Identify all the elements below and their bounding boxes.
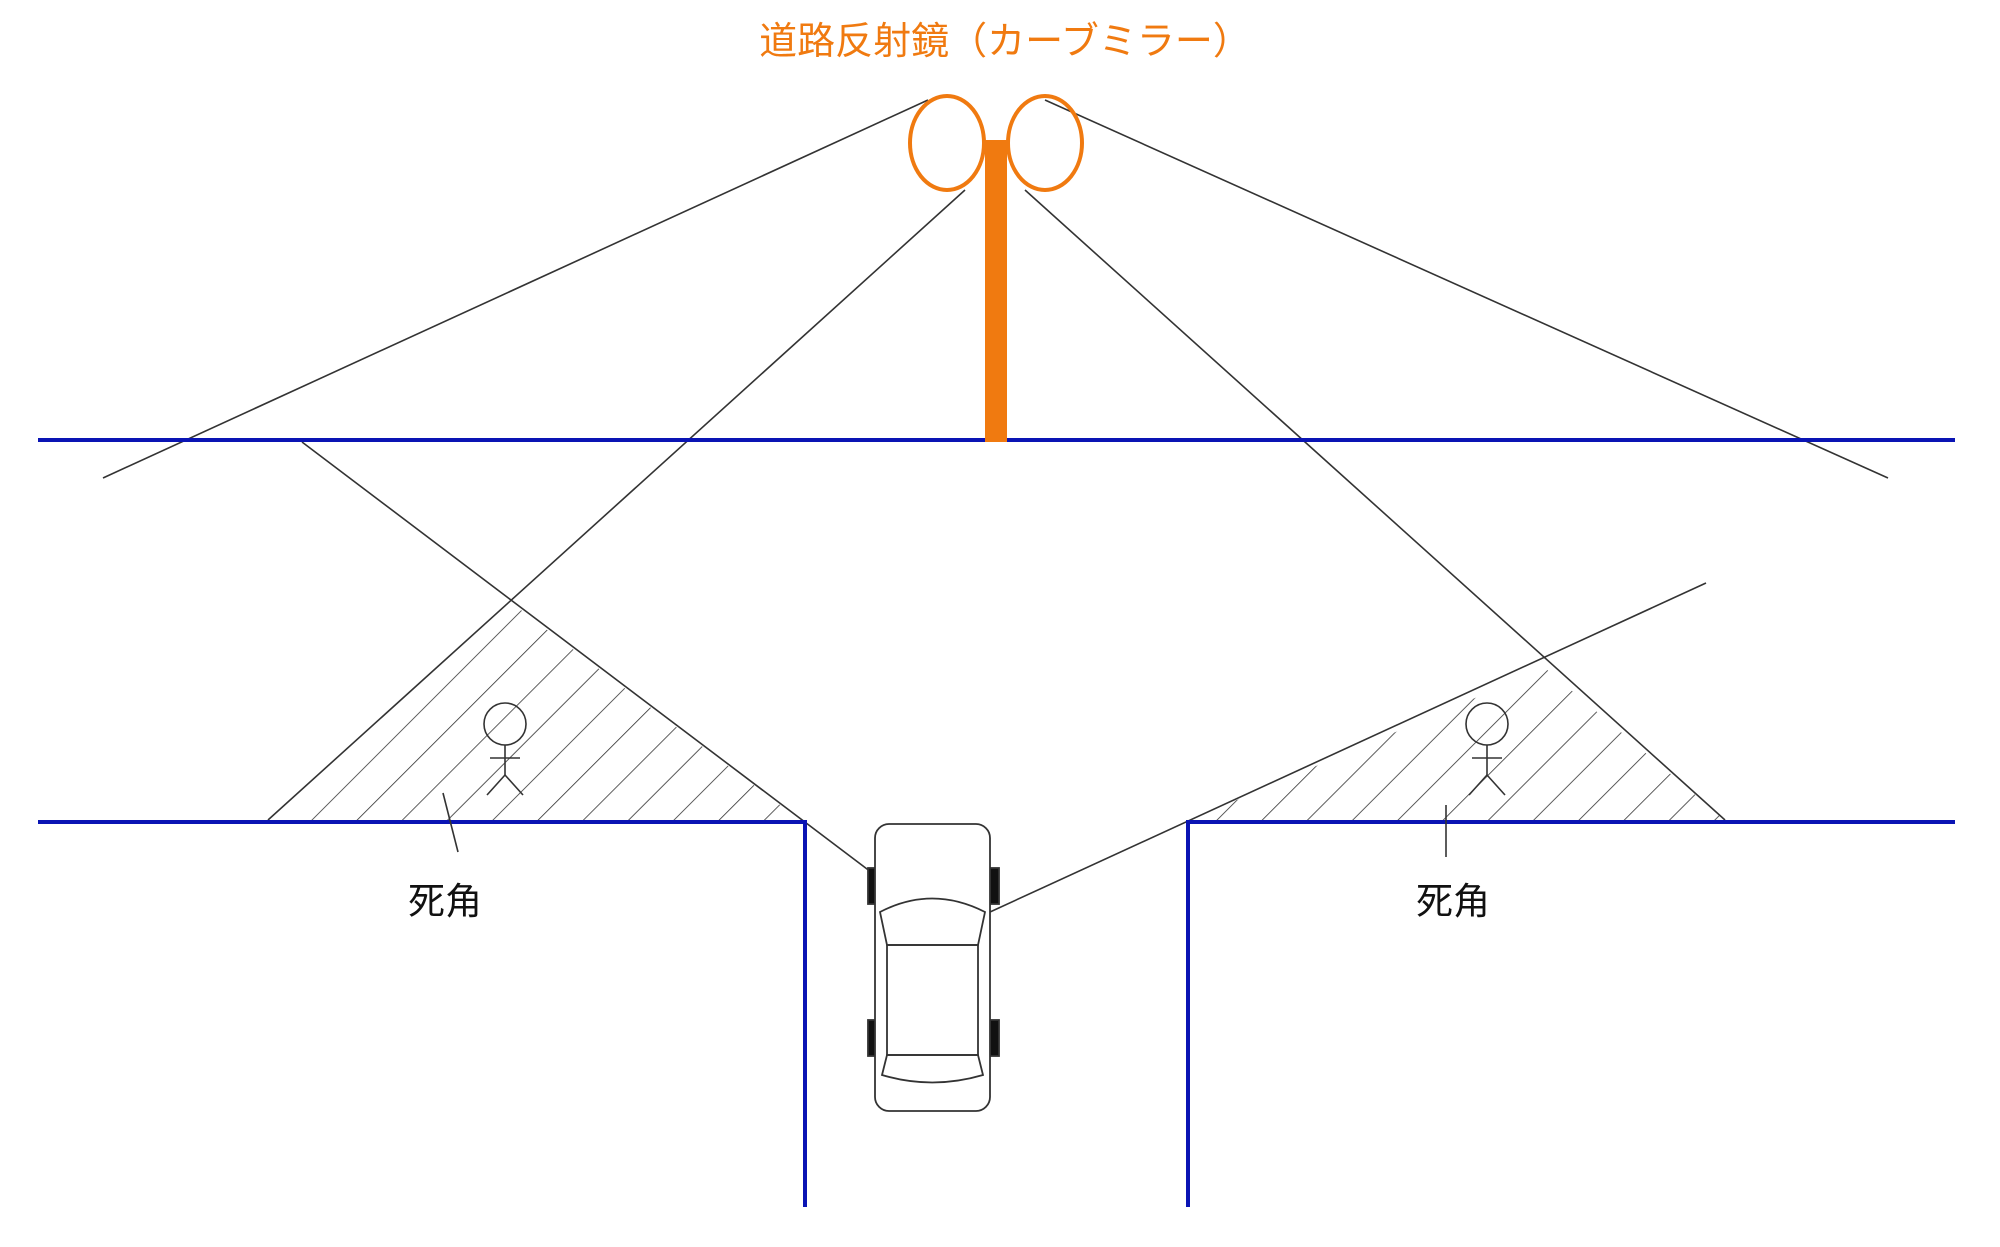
road-edge-right-corner	[1186, 820, 1955, 1207]
pedestrian-icon-left	[483, 702, 527, 796]
mirror-face-right	[1006, 94, 1084, 192]
road-edge-left-corner	[38, 820, 807, 1207]
diagram-title: 道路反射鏡（カーブミラー）	[759, 19, 1251, 63]
blind-spot-label-left: 死角	[408, 880, 482, 923]
car-rear-window	[880, 1054, 985, 1084]
car-wheel-rear-right	[989, 1019, 1000, 1057]
blind-spot-label-right: 死角	[1416, 880, 1490, 923]
curve-mirror-icon	[908, 94, 1084, 442]
road-edges	[38, 438, 1955, 1207]
pedestrian-leg-right	[1486, 774, 1506, 796]
car-windshield	[878, 897, 987, 946]
mirror-outer-sight-line-right	[1044, 99, 1889, 479]
pedestrian-leg-left	[486, 774, 506, 796]
car-wheel-front-right	[989, 867, 1000, 905]
driver-sight-line-right	[989, 582, 1707, 913]
mirror-face-left	[908, 94, 986, 192]
car-top-view-icon	[867, 823, 1000, 1112]
pedestrian-icon-right	[1465, 702, 1509, 796]
mirror-sight-lines	[102, 99, 1889, 821]
blind-spot-leader-left	[442, 792, 459, 853]
pedestrian-leg-left	[1468, 774, 1488, 796]
mirror-outer-sight-line-left	[102, 99, 929, 479]
mirror-inner-sight-line-left	[267, 189, 966, 821]
pedestrian-leg-right	[504, 774, 524, 796]
blind-spot-area-left	[268, 600, 800, 820]
mirror-pole	[985, 140, 1007, 442]
blind-spot-area-right	[1190, 668, 1725, 820]
car-body	[874, 823, 991, 1112]
mirror-inner-sight-line-right	[1024, 189, 1726, 821]
